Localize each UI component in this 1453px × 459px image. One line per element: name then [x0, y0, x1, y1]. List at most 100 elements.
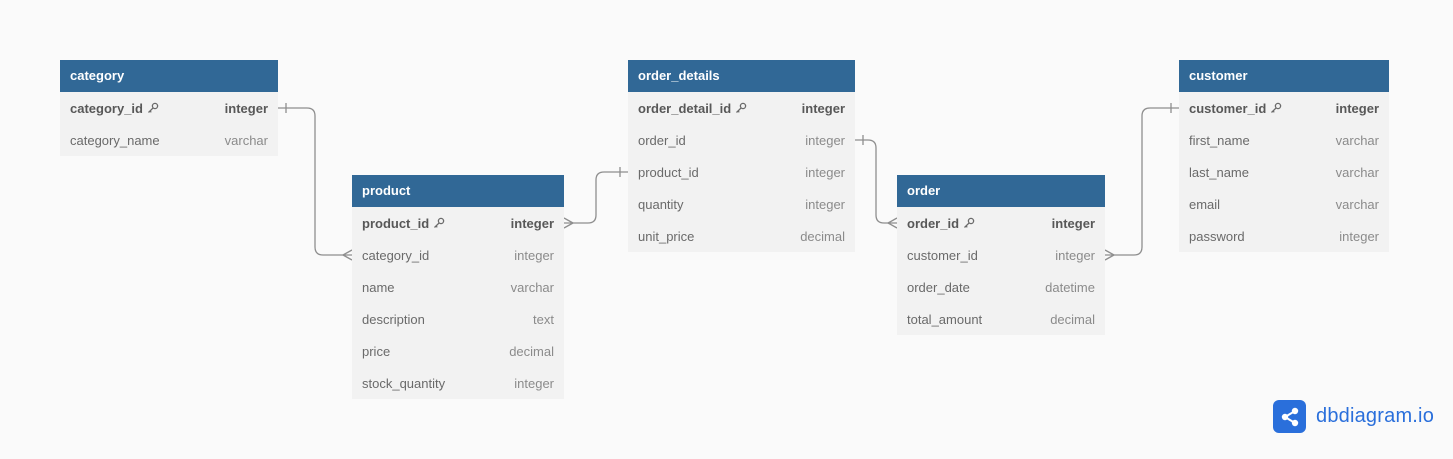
table-row[interactable]: password integer: [1179, 220, 1389, 252]
table-category[interactable]: category category_id integer category_name v…: [60, 60, 278, 156]
field-type: varchar: [1335, 196, 1379, 212]
field-name: order_id: [907, 216, 975, 231]
field-name-text: category_name: [70, 132, 160, 148]
relationship-line[interactable]: [278, 107, 352, 256]
field-name-text: password: [1189, 228, 1245, 244]
brand-logo[interactable]: dbdiagram.io: [1273, 400, 1434, 433]
table-row[interactable]: category_id integer: [352, 239, 564, 271]
field-name-text: order_id: [907, 215, 960, 231]
table-row[interactable]: order_id integer: [897, 207, 1105, 239]
field-name: category_id: [70, 101, 159, 116]
field-type: varchar: [510, 279, 554, 295]
field-type: datetime: [1045, 279, 1095, 295]
field-name-text: email: [1189, 196, 1221, 212]
field-name-text: customer_id: [907, 247, 978, 263]
key-icon: [959, 217, 975, 229]
table-row[interactable]: order_date datetime: [897, 271, 1105, 303]
table-row[interactable]: quantity integer: [628, 188, 855, 220]
field-name-text: first_name: [1189, 132, 1250, 148]
field-name-text: order_date: [907, 279, 970, 295]
field-name: description: [362, 312, 425, 327]
field-type: integer: [1339, 228, 1379, 244]
field-type: integer: [1335, 100, 1379, 116]
field-name-text: category_id: [70, 100, 143, 116]
table-header[interactable]: product: [352, 175, 564, 207]
field-type: integer: [1055, 247, 1095, 263]
field-type: integer: [805, 164, 845, 180]
field-name: name: [362, 280, 395, 295]
field-type: integer: [1051, 215, 1095, 231]
brand-name: dbdiagram.io: [1316, 405, 1435, 427]
key-icon: [143, 102, 159, 114]
field-name: price: [362, 344, 390, 359]
field-name-text: category_id: [362, 247, 430, 263]
field-name-text: quantity: [638, 196, 684, 212]
field-type: integer: [801, 100, 845, 116]
field-name: order_detail_id: [638, 101, 747, 116]
table-header[interactable]: order_details: [628, 60, 855, 92]
relationship-line[interactable]: [1105, 107, 1179, 256]
field-name-text: order_detail_id: [638, 100, 732, 116]
table-row[interactable]: name varchar: [352, 271, 564, 303]
field-name-text: product_id: [638, 164, 699, 180]
field-type: varchar: [224, 132, 268, 148]
field-name-text: last_name: [1189, 164, 1249, 180]
table-row[interactable]: category_id integer: [60, 92, 278, 124]
field-type: integer: [805, 196, 845, 212]
many-end-marker: [342, 249, 353, 261]
field-name: unit_price: [638, 229, 694, 244]
field-name: product_id: [638, 165, 699, 180]
field-type: decimal: [509, 343, 554, 359]
share-network-icon: [1273, 400, 1306, 433]
relationship-line[interactable]: [855, 139, 897, 224]
table-row[interactable]: order_detail_id integer: [628, 92, 855, 124]
field-type: integer: [514, 247, 554, 263]
field-name: stock_quantity: [362, 376, 445, 391]
table-row[interactable]: first_name varchar: [1179, 124, 1389, 156]
field-name: total_amount: [907, 312, 982, 327]
table-row[interactable]: product_id integer: [352, 207, 564, 239]
field-name-text: description: [362, 311, 425, 327]
table-row[interactable]: description text: [352, 303, 564, 335]
many-end-marker: [1104, 249, 1115, 261]
table-row[interactable]: customer_id integer: [1179, 92, 1389, 124]
table-row[interactable]: last_name varchar: [1179, 156, 1389, 188]
field-name: customer_id: [907, 248, 978, 263]
field-type: integer: [805, 132, 845, 148]
field-type: varchar: [1335, 132, 1379, 148]
field-name: category_id: [362, 248, 429, 263]
table-row[interactable]: customer_id integer: [897, 239, 1105, 271]
table-row[interactable]: email varchar: [1179, 188, 1389, 220]
table-row[interactable]: total_amount decimal: [897, 303, 1105, 335]
key-icon: [429, 217, 445, 229]
field-type: integer: [224, 100, 268, 116]
field-name-text: name: [362, 279, 395, 295]
field-type: varchar: [1335, 164, 1379, 180]
many-end-marker: [563, 217, 574, 229]
field-name: first_name: [1189, 133, 1250, 148]
field-type: text: [533, 311, 554, 327]
table-row[interactable]: price decimal: [352, 335, 564, 367]
many-end-marker: [887, 217, 898, 229]
field-type: decimal: [1050, 311, 1095, 327]
table-row[interactable]: stock_quantity integer: [352, 367, 564, 399]
field-name: order_date: [907, 280, 970, 295]
field-name-text: customer_id: [1189, 100, 1267, 116]
field-type: integer: [510, 215, 554, 231]
relationship-line[interactable]: [564, 171, 628, 224]
field-name-text: product_id: [362, 215, 430, 231]
field-type: integer: [514, 375, 554, 391]
field-name-text: total_amount: [907, 311, 983, 327]
table-row[interactable]: product_id integer: [628, 156, 855, 188]
table-header[interactable]: customer: [1179, 60, 1389, 92]
table-header[interactable]: order: [897, 175, 1105, 207]
table-header[interactable]: category: [60, 60, 278, 92]
table-row[interactable]: category_name varchar: [60, 124, 278, 156]
